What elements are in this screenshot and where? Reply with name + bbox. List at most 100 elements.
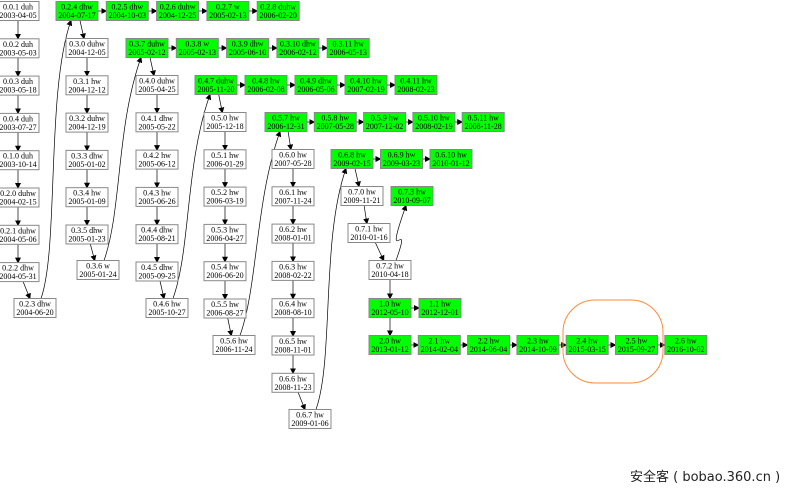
node-date: 2005-02-12 [128, 48, 165, 57]
node-box [206, 1, 250, 21]
node-date: 2010-01-12 [432, 159, 469, 168]
node-version: 0.3.2 duhw [69, 114, 105, 123]
node-date: 2006-06-20 [206, 271, 243, 280]
node-box [368, 298, 412, 318]
node-version: 0.5.2 hw [211, 188, 239, 197]
node-version: 0.2.0 duhw [0, 189, 36, 198]
node-box [565, 335, 609, 355]
edge-arrow [218, 94, 225, 114]
node-date: 2009-02-15 [333, 159, 370, 168]
node-box [203, 223, 247, 244]
node-box [271, 372, 315, 393]
node-box [368, 260, 412, 280]
node-date: 2008-02-23 [397, 85, 434, 94]
node-version: 0.6.2 hw [279, 225, 307, 234]
node-version: 0.6.10 hw [435, 151, 467, 160]
node-date: 2008-02-22 [274, 271, 311, 280]
node-version: 0.6.6 hw [279, 374, 307, 383]
node-version: 0.6.0 hw [279, 151, 307, 160]
node-date: 2010-04-18 [371, 270, 408, 279]
node-version: 0.6.3 hw [279, 262, 307, 271]
node-box [271, 149, 315, 169]
node-version: 0.1.0 duh [3, 152, 33, 161]
node-box [13, 298, 57, 318]
node-box [203, 186, 247, 207]
node-box [105, 1, 149, 21]
node-version: 2.1 hw [428, 337, 450, 346]
node-version: 0.6.4 hw [279, 300, 307, 309]
node-date: 2005-01-24 [79, 270, 116, 279]
node-box [226, 38, 270, 58]
node-box [65, 112, 109, 133]
node-box [125, 38, 169, 58]
node-date: 2007-11-24 [274, 196, 311, 205]
node-box [156, 1, 200, 21]
node-date: 2005-01-09 [68, 197, 105, 206]
node-box [65, 149, 109, 170]
node-box [271, 186, 315, 207]
node-date: 2004-12-25 [159, 11, 196, 20]
node-date: 2015-03-15 [569, 345, 606, 354]
node-box [516, 335, 560, 355]
edge-arrow [315, 167, 348, 410]
node-box [0, 262, 40, 283]
node-box [417, 335, 461, 355]
edge-arrow [89, 243, 97, 262]
node-version: 0.7.1 hw [355, 225, 383, 234]
edge-arrow [22, 281, 31, 300]
node-box [55, 1, 99, 21]
node-date: 2005-09-25 [138, 272, 175, 281]
node-version: 0.3.1 hw [73, 77, 101, 86]
node-date: 2013-01-12 [371, 345, 408, 354]
node-date: 2008-08-10 [274, 308, 311, 317]
node-version: 0.6.5 hw [279, 337, 307, 346]
node-version: 0.3.7 duhw [129, 40, 165, 49]
node-box [135, 261, 179, 282]
node-version: 0.3.5 dhw [71, 226, 103, 235]
node-date: 2005-10-27 [148, 308, 185, 317]
node-version: 0.7.2 hw [376, 262, 404, 271]
node-box [203, 112, 247, 132]
node-date: 2006-08-27 [206, 309, 243, 318]
node-box [256, 1, 300, 21]
node-date: 2004-12-05 [68, 48, 105, 57]
node-version: 0.2.1 duhw [0, 226, 36, 235]
node-date: 2005-12-18 [206, 122, 243, 131]
node-box [344, 75, 388, 95]
node-version: 0.0.3 duh [3, 77, 33, 86]
node-version: 0.6.1 hw [279, 188, 307, 197]
edge-arrow [297, 392, 306, 411]
node-box [467, 335, 511, 355]
node-date: 2003-05-03 [0, 48, 37, 57]
edge-arrow [354, 168, 361, 188]
node-box [326, 38, 370, 58]
node-date: 2005-04-25 [138, 85, 175, 94]
node-version: 0.2.3 dhw [19, 300, 51, 309]
node-version: 0.3.8 w [185, 40, 209, 49]
node-date: 2004-06-20 [16, 308, 53, 317]
node-date: 2008-11-01 [274, 346, 311, 355]
